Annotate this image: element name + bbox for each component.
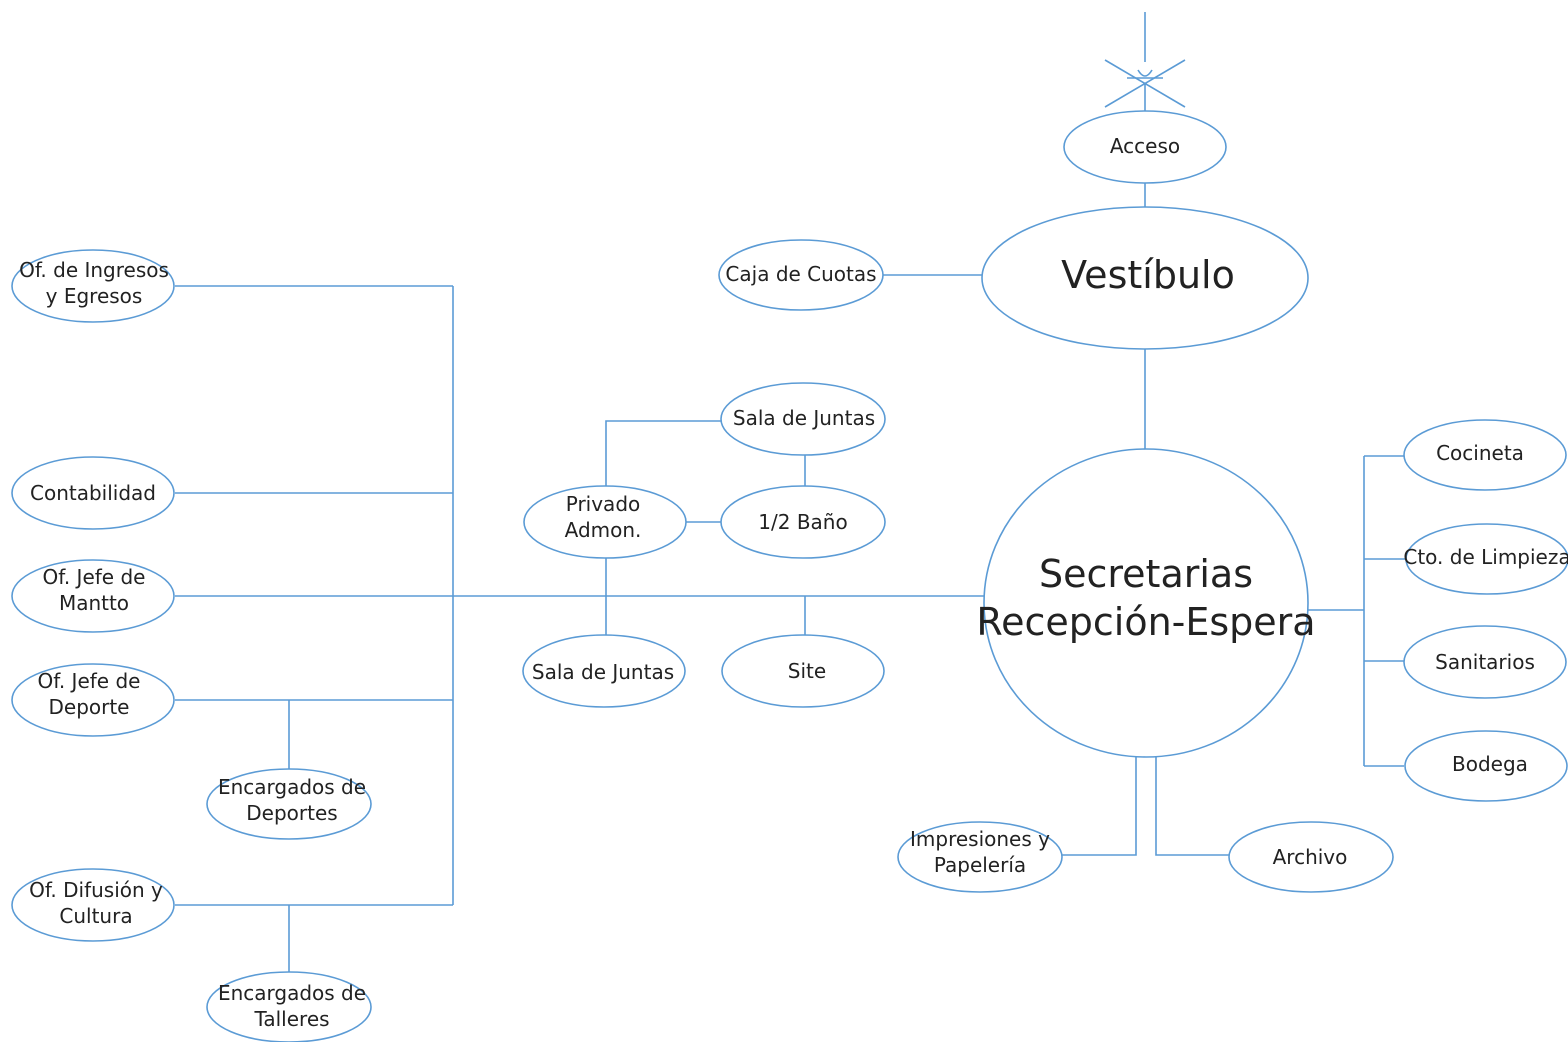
node-label-line: Of. Difusión y [29, 878, 163, 902]
node-label-cto-limpieza: Cto. de Limpieza [1403, 545, 1568, 569]
node-label-caja-cuotas: Caja de Cuotas [725, 262, 876, 286]
node-label-line: Deportes [246, 801, 337, 825]
connector-impresiones [1062, 757, 1137, 856]
node-label-line: Bodega [1452, 752, 1528, 776]
entry-arrow-icon [1104, 12, 1186, 112]
node-sanitarios: Sanitarios [1403, 625, 1567, 699]
node-label-line: Vestíbulo [1061, 253, 1235, 297]
connector-lines [175, 183, 1406, 974]
node-label-line: Of. Jefe de [43, 565, 146, 589]
node-label-site: Site [788, 659, 826, 683]
node-label-line: Of. Jefe de [38, 669, 141, 693]
node-label-line: Contabilidad [30, 481, 156, 505]
node-bodega: Bodega [1404, 730, 1568, 802]
node-medio-bano: 1/2 Baño [720, 485, 886, 559]
node-label-line: 1/2 Baño [758, 510, 847, 534]
node-label-line: Caja de Cuotas [725, 262, 876, 286]
node-label-line: Impresiones y [910, 827, 1050, 851]
node-label-archivo: Archivo [1273, 845, 1348, 869]
node-caja-cuotas: Caja de Cuotas [718, 239, 884, 311]
node-label-line: Cocineta [1436, 441, 1524, 465]
connector-privado-sala-juntas-top [605, 420, 722, 487]
node-label-medio-bano: 1/2 Baño [758, 510, 847, 534]
node-label-line: Sanitarios [1435, 650, 1535, 674]
node-sala-juntas-bottom: Sala de Juntas [522, 634, 686, 708]
node-acceso: Acceso [1063, 110, 1227, 184]
node-vestibulo: Vestíbulo [981, 206, 1309, 350]
node-label-line: Secretarias [1039, 552, 1253, 596]
connector-archivo [1155, 757, 1229, 856]
node-label-contabilidad: Contabilidad [30, 481, 156, 505]
node-label-line: Cto. de Limpieza [1403, 545, 1568, 569]
node-label-line: Papelería [934, 853, 1026, 877]
node-cto-limpieza: Cto. de Limpieza [1403, 523, 1568, 595]
node-label-line: y Egresos [46, 284, 143, 308]
node-label-line: Encargados de [218, 981, 366, 1005]
node-label-line: Privado [566, 492, 641, 516]
node-archivo: Archivo [1228, 821, 1394, 893]
node-label-line: Talleres [253, 1007, 329, 1031]
node-sala-juntas-top: Sala de Juntas [720, 382, 886, 456]
node-label-line: Mantto [59, 591, 129, 615]
node-label-sala-juntas-bottom: Sala de Juntas [532, 660, 674, 684]
node-label-sala-juntas-top: Sala de Juntas [733, 406, 875, 430]
node-label-line: Encargados de [218, 775, 366, 799]
node-label-line: Site [788, 659, 826, 683]
node-label-sanitarios: Sanitarios [1435, 650, 1535, 674]
node-label-line: Of. de Ingresos [19, 258, 169, 282]
node-label-line: Recepción-Espera [976, 600, 1315, 644]
node-label-cocineta: Cocineta [1436, 441, 1524, 465]
node-cocineta: Cocineta [1403, 419, 1567, 491]
node-label-line: Deporte [48, 695, 129, 719]
node-site: Site [721, 634, 885, 708]
node-label-line: Archivo [1273, 845, 1348, 869]
node-label-vestibulo: Vestíbulo [1061, 253, 1235, 297]
node-label-line: Acceso [1110, 134, 1180, 158]
node-contabilidad: Contabilidad [11, 456, 175, 530]
node-label-line: Admon. [565, 518, 642, 542]
node-label-bodega: Bodega [1452, 752, 1528, 776]
node-label-acceso: Acceso [1110, 134, 1180, 158]
node-label-line: Sala de Juntas [532, 660, 674, 684]
node-label-line: Cultura [59, 904, 132, 928]
node-label-line: Sala de Juntas [733, 406, 875, 430]
